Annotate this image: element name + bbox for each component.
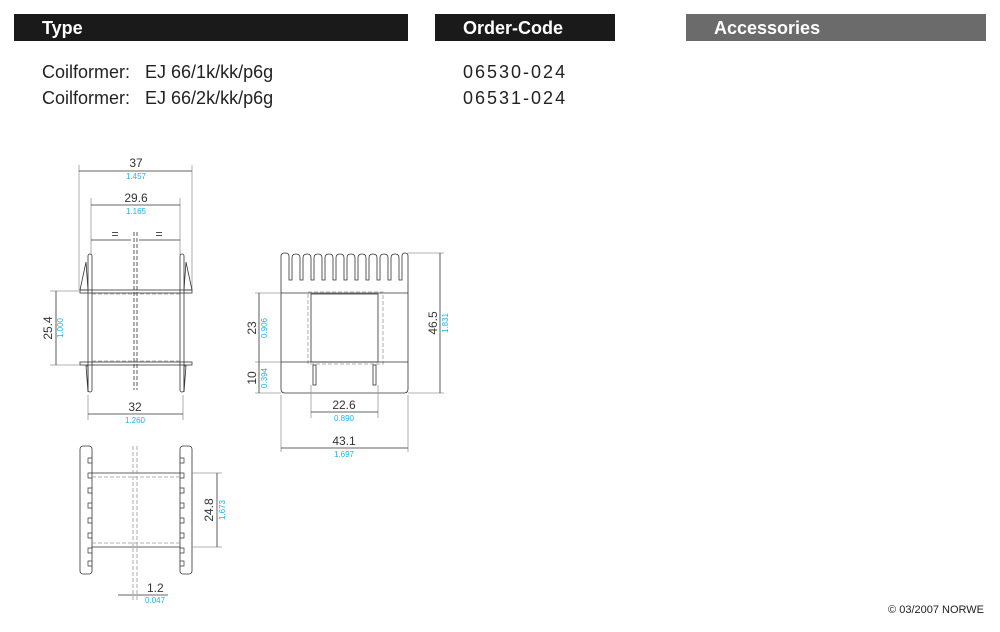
accessories-header: Accessories xyxy=(686,14,986,41)
dim-equal-right: = xyxy=(155,227,162,241)
product-type: EJ 66/2k/kk/p6g xyxy=(145,88,274,108)
dim-46-5-inch: 1.831 xyxy=(441,312,450,333)
dim-22-6-inch: 0.890 xyxy=(334,414,355,423)
dim-46-5: 46.5 xyxy=(426,311,440,335)
dimension-labels: 37 1.457 29.6 1.165 = = 25.4 1.000 32 1.… xyxy=(41,156,450,605)
top-view-drawing xyxy=(79,445,222,600)
dim-37-inch: 1.457 xyxy=(126,172,147,181)
dim-24-8: 24.8 xyxy=(202,498,216,522)
side-view-drawing xyxy=(50,165,193,420)
dim-23-inch: 0.906 xyxy=(260,317,269,338)
product-label: Coilformer: xyxy=(42,62,131,82)
dim-24-8-inch: 1.673 xyxy=(218,499,227,520)
dim-43-1-inch: 1.697 xyxy=(334,450,355,459)
dim-22-6: 22.6 xyxy=(332,398,356,412)
product-row-1: Coilformer: EJ 66/1k/kk/p6g xyxy=(42,62,273,83)
dim-equal-left: = xyxy=(111,227,118,241)
product-label: Coilformer: xyxy=(42,88,131,108)
dim-29-6-inch: 1.165 xyxy=(126,207,147,216)
dim-32-inch: 1.260 xyxy=(125,416,146,425)
dim-43-1: 43.1 xyxy=(332,434,356,448)
dim-1-2-inch: 0.047 xyxy=(145,596,166,605)
dim-25-4: 25.4 xyxy=(41,316,55,340)
dim-10: 10 xyxy=(245,371,259,385)
dim-10-inch: 0.394 xyxy=(260,367,269,388)
product-row-2: Coilformer: EJ 66/2k/kk/p6g xyxy=(42,88,273,109)
product-type: EJ 66/1k/kk/p6g xyxy=(145,62,274,82)
order-code-2: 06531-024 xyxy=(463,88,568,108)
dim-1-2: 1.2 xyxy=(147,581,164,595)
dim-29-6: 29.6 xyxy=(124,191,148,205)
dim-23: 23 xyxy=(245,321,259,335)
dim-37: 37 xyxy=(129,156,143,170)
order-code-header: Order-Code xyxy=(435,14,615,41)
dim-32: 32 xyxy=(128,400,142,414)
dim-25-4-inch: 1.000 xyxy=(56,317,65,338)
copyright: © 03/2007 NORWE xyxy=(888,604,984,616)
front-view-drawing xyxy=(255,252,444,452)
type-header: Type xyxy=(14,14,408,41)
order-code-1: 06530-024 xyxy=(463,62,568,82)
